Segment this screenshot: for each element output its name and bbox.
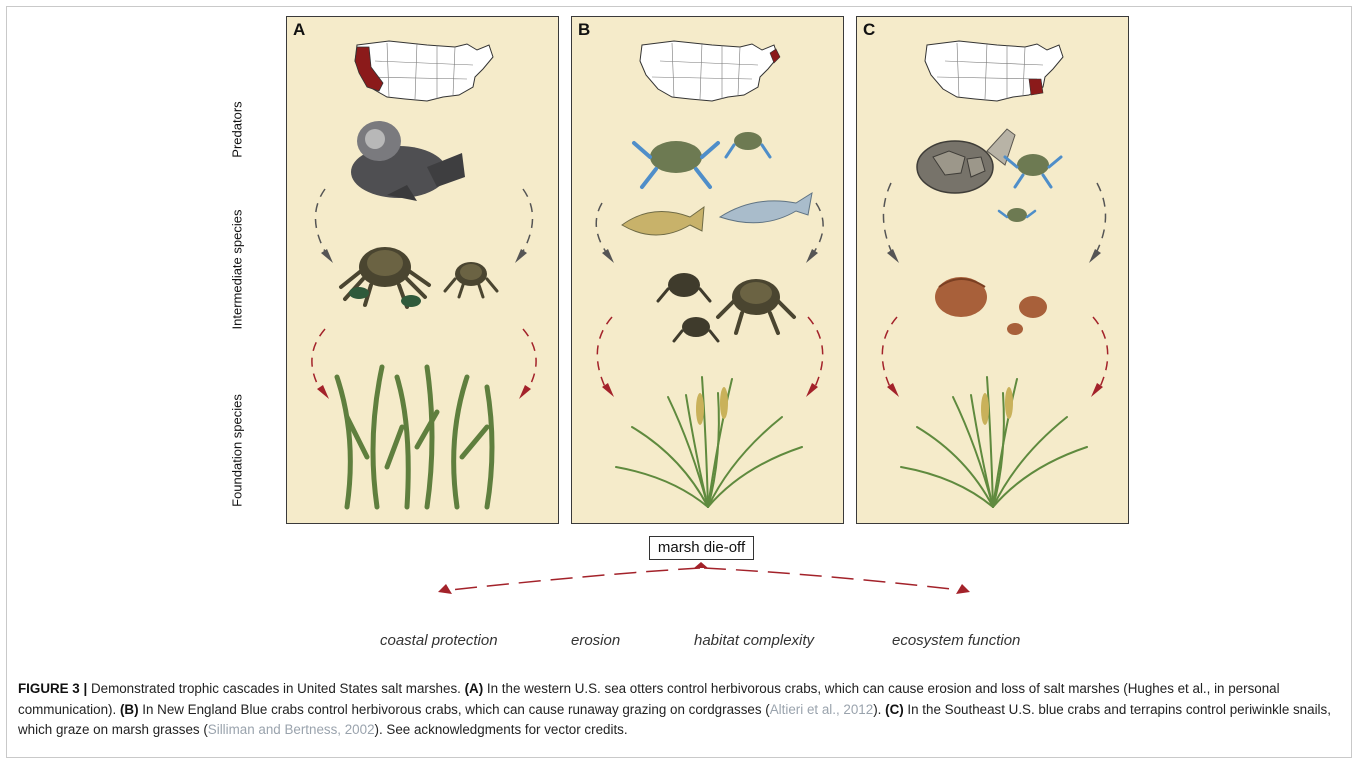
panel-letter-a: A [293, 20, 305, 40]
caption-intro: Demonstrated trophic cascades in United … [87, 681, 464, 696]
arrowhead-left-gray-icon [887, 249, 899, 263]
panel-c-illustration [857, 17, 1129, 524]
arrowhead-left-red-icon [317, 385, 329, 399]
caption-c-label: (C) [885, 702, 904, 717]
grass-seedhead-icon [981, 393, 989, 425]
blue-crab-and-fish-icon [622, 132, 812, 235]
panel-a: A [286, 16, 559, 524]
caption-citation-altieri[interactable]: Altieri et al., 2012 [770, 702, 873, 717]
row-label-foundation: Foundation species [230, 393, 245, 509]
panel-a-illustration [287, 17, 559, 524]
panel-letter-b: B [578, 20, 590, 40]
caption-c-end: ). See acknowledgments for vector credit… [375, 722, 628, 737]
figure-caption: FIGURE 3 | Demonstrated trophic cascades… [18, 679, 1343, 741]
grass-seedhead-icon [720, 387, 728, 419]
pickleweed-icon [337, 367, 492, 507]
us-map-georgia-highlighted-icon [925, 41, 1063, 101]
us-map-california-highlighted-icon [355, 41, 493, 101]
panel-c: C [856, 16, 1129, 524]
panel-b-illustration [572, 17, 844, 524]
grass-seedhead-icon [696, 393, 704, 425]
caption-b-end: ). [873, 702, 885, 717]
panel-letter-c: C [863, 20, 875, 40]
outcome-coastal-protection: coastal protection [380, 632, 498, 649]
arrowhead-right-red-icon [519, 385, 531, 399]
panel-b: B [571, 16, 844, 524]
arrowhead-right-gray-icon [806, 249, 818, 263]
us-map-new-england-highlighted-icon [640, 41, 780, 101]
periwinkle-snail-icon [935, 277, 1047, 335]
purple-marsh-crab-icon [658, 273, 794, 341]
arrowhead-left-gray-icon [321, 249, 333, 263]
outcome-habitat-complexity: habitat complexity [694, 632, 814, 649]
predator-arrows-gray [883, 183, 1105, 255]
marsh-die-off-box: marsh die-off [649, 536, 754, 560]
intermediate-arrows-red [882, 317, 1107, 389]
caption-b-text: In New England Blue crabs control herbiv… [139, 702, 770, 717]
row-label-predators: Predators [230, 95, 245, 165]
terrapin-and-blue-crab-icon [917, 129, 1061, 222]
die-off-arrows [0, 560, 1358, 640]
predator-arrows-gray [315, 189, 532, 255]
caption-a-label: (A) [465, 681, 484, 696]
intermediate-arrows-red [312, 329, 536, 391]
intermediate-arrows-red [597, 317, 822, 389]
sea-otter-icon [351, 121, 465, 201]
caption-label: FIGURE 3 | [18, 681, 87, 696]
cordgrass-icon [901, 377, 1087, 507]
caption-b-label: (B) [120, 702, 139, 717]
row-label-intermediate: Intermediate species [230, 210, 245, 330]
grass-seedhead-icon [1005, 387, 1013, 419]
outcome-ecosystem-function: ecosystem function [892, 632, 1020, 649]
cordgrass-icon [616, 377, 802, 507]
arrowhead-right-gray-icon [515, 249, 527, 263]
outcome-erosion: erosion [571, 632, 620, 649]
arrowhead-right-gray-icon [1089, 249, 1101, 263]
caption-citation-silliman[interactable]: Silliman and Bertness, 2002 [208, 722, 375, 737]
shore-crab-icon [341, 247, 497, 307]
arrowhead-left-gray-icon [602, 249, 614, 263]
